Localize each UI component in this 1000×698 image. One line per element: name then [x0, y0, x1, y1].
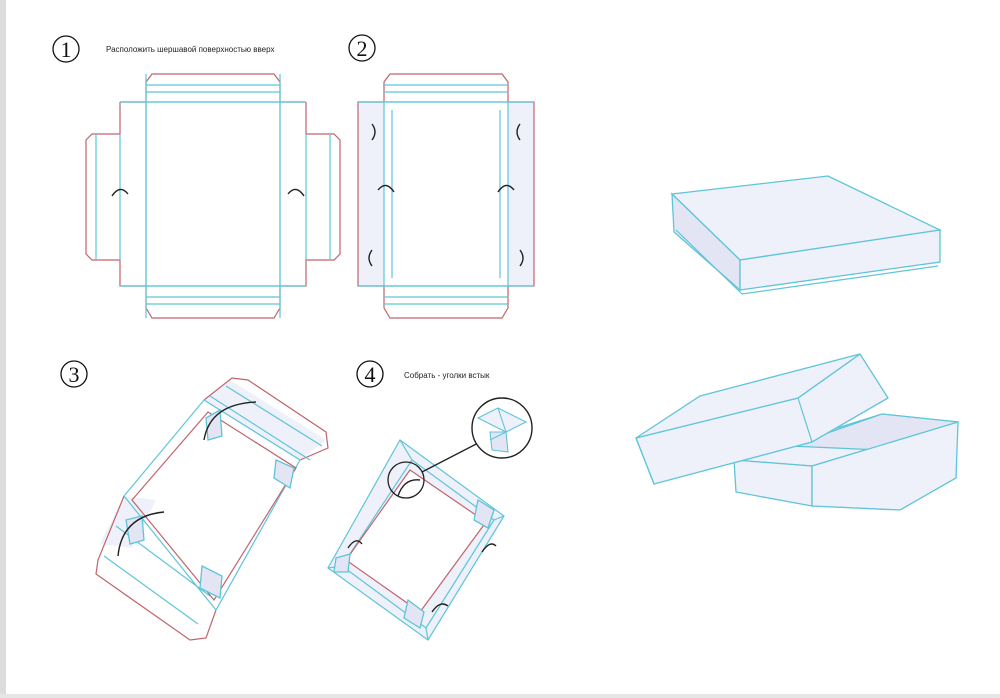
page-edge	[0, 0, 6, 698]
corner-tab	[473, 498, 495, 529]
tray-corner-edge	[425, 627, 429, 641]
callout-target-circle	[387, 461, 425, 499]
lid-edge	[797, 397, 813, 443]
tray-corner-edge	[399, 439, 413, 461]
top-wall-outline	[203, 377, 329, 461]
curved-fold-arrow-icon	[287, 188, 305, 197]
corner-tab	[125, 515, 145, 545]
curved-fold-arrow-icon	[347, 540, 363, 549]
top-wall	[204, 380, 326, 460]
base-edge	[675, 229, 743, 295]
step-2-flat-template	[357, 73, 535, 319]
magnifier-callout-icon	[471, 397, 533, 459]
lid-front-face	[739, 229, 941, 291]
closed-box-illustration	[670, 175, 943, 295]
step-4-number: 4	[365, 362, 376, 387]
step-3-badge	[60, 360, 88, 388]
left-wing-outline	[85, 101, 146, 287]
curved-fold-arrow-icon	[377, 184, 395, 193]
corner-tab	[205, 408, 223, 441]
corner-tab	[199, 564, 223, 600]
corner-tab	[273, 459, 295, 490]
curved-fold-arrow-icon	[111, 188, 129, 197]
step-2: 2	[348, 34, 535, 319]
tray-opening	[346, 470, 486, 612]
tray-corner-edge	[493, 515, 505, 521]
top-wall-crease-2	[225, 385, 323, 447]
base-cut-outline	[131, 411, 297, 602]
corner-tab	[403, 598, 425, 630]
lid-top-face	[635, 353, 861, 439]
curved-fold-arrow-icon	[397, 479, 421, 497]
curved-fold-arrow-icon	[481, 543, 497, 553]
curved-fold-arrow-icon	[371, 123, 376, 141]
step-3-folding-template	[95, 377, 329, 641]
curved-fold-arrow-icon	[431, 603, 449, 613]
base-panel	[383, 101, 509, 287]
left-side-panel	[358, 102, 384, 286]
step-4-badge	[356, 360, 384, 388]
top-flap-outline	[145, 73, 281, 102]
corner-tab	[333, 553, 351, 573]
step-1-caption: Расположить шершавой поверхностью вверх	[106, 45, 275, 54]
open-box-illustration	[635, 353, 959, 511]
curved-fold-arrow-icon	[519, 249, 524, 267]
curved-fold-arrow-icon	[203, 401, 257, 441]
step-1-badge	[52, 35, 80, 63]
step-2-badge	[348, 34, 376, 62]
tray-left-face	[733, 459, 813, 507]
curved-fold-arrow-icon	[117, 511, 165, 557]
step-1-number: 1	[61, 37, 72, 62]
base-panel	[145, 101, 281, 287]
curved-fold-arrow-icon	[497, 184, 515, 193]
curved-fold-arrow-icon	[516, 123, 521, 141]
step-2-number: 2	[357, 36, 368, 61]
bottom-wall-outline	[95, 495, 217, 641]
callout-leader-line	[421, 439, 485, 473]
bottom-flap-outline	[383, 286, 509, 319]
page-edge-bottom	[0, 694, 1000, 698]
bottom-flap-outline	[145, 286, 281, 319]
step-4-caption: Собрать - уголки встык	[404, 371, 490, 380]
base-edge	[741, 265, 939, 295]
step-3: 3	[60, 360, 329, 641]
lid-edge	[635, 437, 655, 485]
base-outline	[123, 399, 301, 612]
curved-fold-arrow-icon	[368, 249, 373, 267]
step-1: 1 Расположить шершавой поверхностью ввер…	[52, 35, 341, 319]
step-1-flat-template	[85, 73, 341, 319]
top-flap-outline	[383, 73, 509, 102]
step-4: 4 Собрать - уголки встык	[327, 360, 533, 641]
right-side-panel	[508, 102, 534, 286]
right-wing-outline	[280, 101, 341, 287]
top-wall-crease	[209, 395, 311, 461]
bottom-wall-crease-2	[103, 555, 199, 625]
tray-front-face	[811, 421, 959, 511]
step-3-number: 3	[69, 362, 80, 387]
step-4-assembled-tray	[327, 397, 533, 641]
